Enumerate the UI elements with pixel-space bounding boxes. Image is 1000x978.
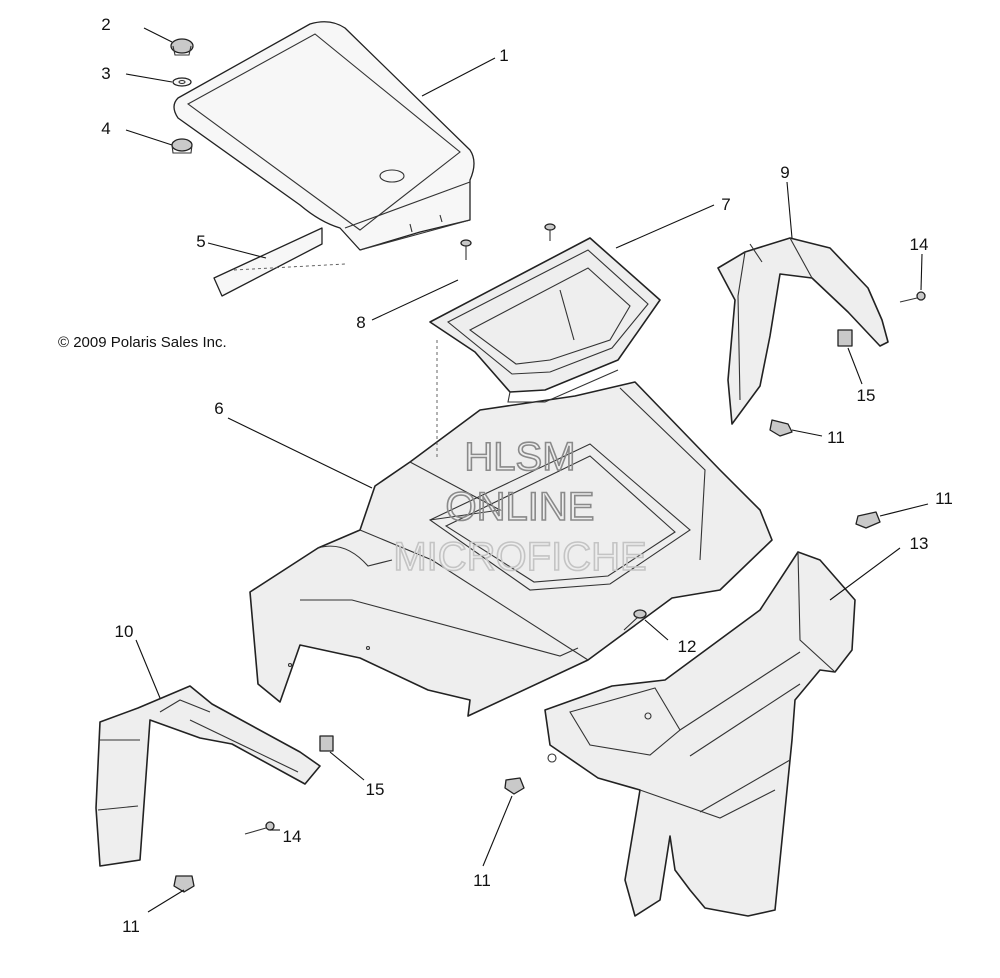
callout-7: 7 <box>721 195 730 214</box>
callout-labels: 1 2 3 4 5 6 7 8 9 10 11 11 11 11 12 13 1… <box>101 15 953 936</box>
callout-6: 6 <box>214 399 223 418</box>
callout-1: 1 <box>499 46 508 65</box>
part-storage-lid <box>173 21 475 251</box>
callout-8: 8 <box>356 313 365 332</box>
part-front-bumper <box>544 551 856 917</box>
part-screw <box>460 239 472 260</box>
callout-3: 3 <box>101 64 110 83</box>
copyright-notice: © 2009 Polaris Sales Inc. <box>58 334 227 351</box>
callout-11-right-fender: 11 <box>827 428 845 447</box>
callout-4: 4 <box>101 119 110 138</box>
part-screw-hood <box>623 609 647 631</box>
callout-15-right: 15 <box>857 386 876 405</box>
part-storage-tray <box>429 237 661 403</box>
callout-14-left: 14 <box>283 827 302 846</box>
leader-lines <box>125 27 929 913</box>
part-left-fender <box>95 685 321 867</box>
watermark-line-1: HLSM <box>464 435 575 479</box>
part-latch-knob <box>170 38 194 56</box>
watermark-line-3: MICROFICHE <box>393 535 646 579</box>
part-grommet <box>171 138 193 154</box>
watermark: HLSM ONLINE MICROFICHE <box>393 434 648 580</box>
callout-10: 10 <box>115 622 134 641</box>
part-push-rivet <box>173 875 195 893</box>
part-screw-top <box>544 223 556 241</box>
callout-11-left-fender: 11 <box>122 917 140 936</box>
callout-14-right: 14 <box>910 235 929 254</box>
part-bolt <box>899 291 926 303</box>
part-washer <box>172 77 192 87</box>
callout-5: 5 <box>196 232 205 251</box>
callout-9: 9 <box>780 163 789 182</box>
callout-2: 2 <box>101 15 110 34</box>
part-clip <box>319 735 334 752</box>
part-hood-panel <box>249 340 773 717</box>
part-push-rivet <box>769 419 793 437</box>
callout-15-left: 15 <box>366 780 385 799</box>
callout-11-bottom: 11 <box>473 871 491 890</box>
callout-13: 13 <box>910 534 929 553</box>
part-clip <box>837 329 853 347</box>
watermark-line-2: ONLINE <box>446 485 595 529</box>
part-right-fender <box>717 237 889 425</box>
part-push-rivet <box>855 511 881 529</box>
part-bolt <box>244 821 275 835</box>
part-decal <box>213 227 346 297</box>
part-push-rivet <box>504 777 525 795</box>
callout-12: 12 <box>678 637 697 656</box>
callout-11-bumper: 11 <box>935 489 953 508</box>
